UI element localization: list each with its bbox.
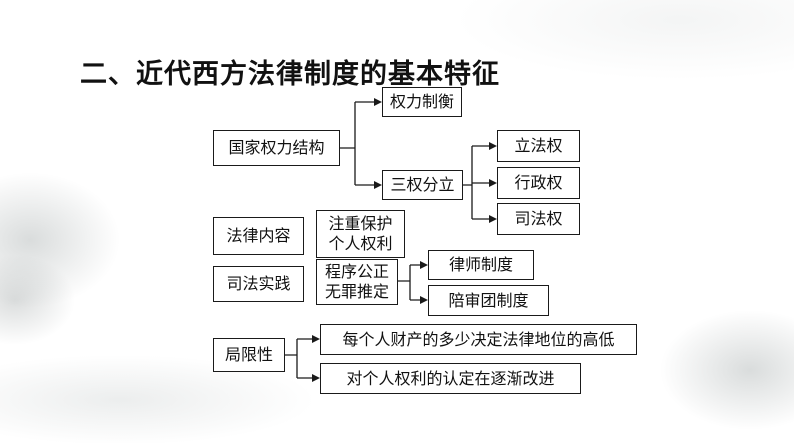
arrowhead <box>312 335 320 343</box>
node-limitations: 局限性 <box>213 338 285 372</box>
node-legislative-power: 立法权 <box>497 130 580 162</box>
node-limitation-property: 每个人财产的多少决定法律地位的高低 <box>320 324 637 355</box>
node-executive-power: 行政权 <box>497 167 580 199</box>
arrowhead <box>420 261 428 269</box>
node-power-structure: 国家权力结构 <box>213 130 340 166</box>
node-protect-individual-rights: 注重保护 个人权利 <box>316 210 405 258</box>
connector-power-branch <box>340 101 374 186</box>
page-title: 二、近代西方法律制度的基本特征 <box>80 59 500 90</box>
node-lawyer-system: 律师制度 <box>428 250 534 280</box>
node-legal-content: 法律内容 <box>213 217 304 255</box>
connector-judicial-branch <box>398 264 420 301</box>
arrowhead <box>374 98 382 106</box>
node-checks-and-balances: 权力制衡 <box>382 87 462 117</box>
connector-separation-branch <box>463 145 489 220</box>
node-limitation-rights: 对个人权利的认定在逐渐改进 <box>320 363 581 394</box>
node-judicial-power: 司法权 <box>497 203 580 235</box>
node-separation-of-powers: 三权分立 <box>382 170 463 200</box>
arrowhead <box>489 179 497 187</box>
arrowhead <box>489 142 497 150</box>
arrowhead <box>312 374 320 382</box>
arrowhead <box>420 296 428 304</box>
arrowhead <box>489 215 497 223</box>
node-judicial-practice: 司法实践 <box>213 266 304 302</box>
node-jury-system: 陪审团制度 <box>428 285 549 316</box>
node-due-process-presumption: 程序公正 无罪推定 <box>316 259 398 305</box>
connector-limitations-branch <box>285 338 312 379</box>
arrowhead <box>374 181 382 189</box>
